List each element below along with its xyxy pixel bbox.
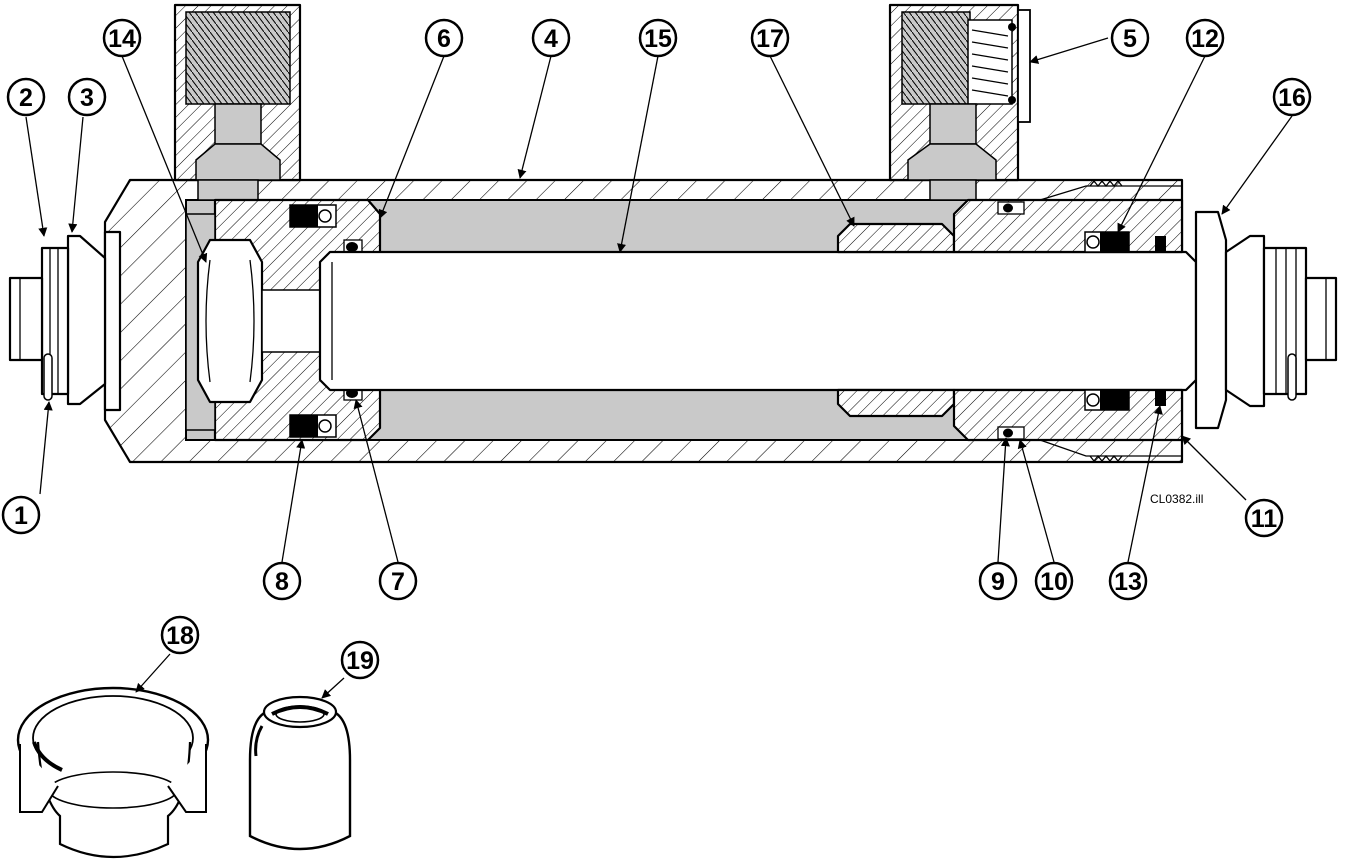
callout-5: 5	[1110, 18, 1150, 58]
right-coupler	[1194, 210, 1338, 430]
callout-label: 2	[19, 84, 33, 112]
callout-10: 10	[1034, 561, 1074, 601]
callout-label: 14	[108, 25, 136, 53]
rod-gland	[952, 179, 1184, 463]
callout-14: 14	[102, 18, 142, 58]
callout-16: 16	[1272, 77, 1312, 117]
callout-label: 19	[346, 647, 374, 675]
callout-8: 8	[262, 561, 302, 601]
callout-2: 2	[6, 77, 46, 117]
piston-rod	[318, 250, 1198, 392]
callout-label: 7	[391, 568, 405, 596]
port-left	[173, 3, 302, 201]
saddle-accessory	[16, 686, 210, 858]
callout-label: 6	[437, 25, 451, 53]
callout-1: 1	[1, 495, 41, 535]
leader-lines	[25, 37, 1293, 699]
drawing-code: CL0382.ill	[1150, 492, 1203, 506]
callout-17: 17	[750, 18, 790, 58]
plunger-accessory	[248, 695, 352, 851]
callout-7: 7	[378, 561, 418, 601]
piston-nut	[185, 213, 323, 431]
callout-3: 3	[67, 77, 107, 117]
callout-13: 13	[1108, 561, 1148, 601]
callout-12: 12	[1185, 18, 1225, 58]
callout-18: 18	[160, 615, 200, 655]
callout-label: 9	[991, 568, 1005, 596]
left-coupler	[8, 230, 122, 412]
port-right	[888, 3, 1031, 201]
callout-label: 18	[166, 622, 194, 650]
callout-label: 5	[1123, 25, 1137, 53]
callout-label: 17	[756, 25, 784, 53]
callout-label: 8	[275, 568, 289, 596]
callout-6: 6	[424, 18, 464, 58]
callout-11: 11	[1244, 498, 1284, 538]
callout-label: 11	[1251, 505, 1278, 533]
callout-label: 4	[544, 25, 558, 53]
callout-label: 12	[1191, 25, 1219, 53]
callout-19: 19	[340, 640, 380, 680]
callout-label: 3	[80, 84, 94, 112]
callout-15: 15	[638, 18, 678, 58]
callout-label: 16	[1278, 84, 1306, 112]
callout-4: 4	[531, 18, 571, 58]
callout-label: 15	[644, 25, 672, 53]
callout-label: 13	[1114, 568, 1142, 596]
callout-9: 9	[978, 561, 1018, 601]
callout-label: 1	[14, 502, 28, 530]
callout-label: 10	[1040, 568, 1068, 596]
